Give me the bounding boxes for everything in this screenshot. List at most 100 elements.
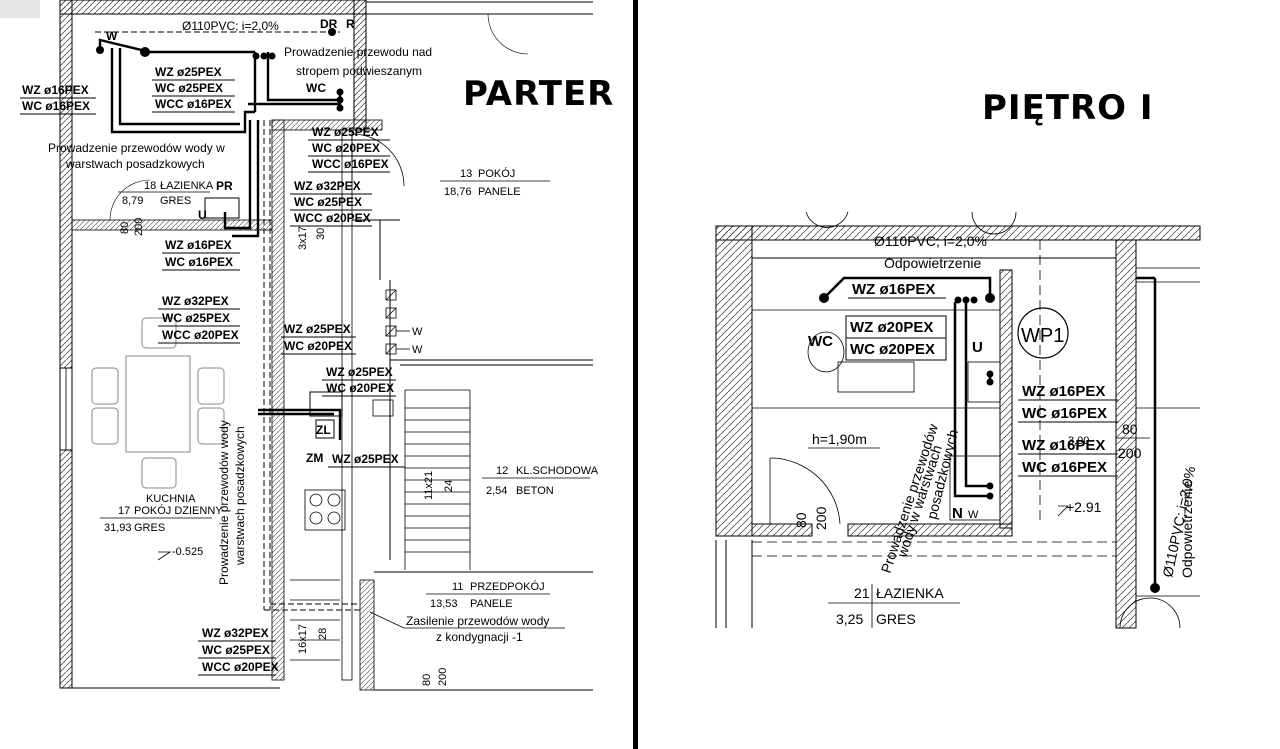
first-floor-plan: WP1 Ø110PVC; i=2,0% Odpowietrzenie WZ ø1…: [715, 211, 1201, 629]
svg-text:13: 13: [460, 168, 472, 180]
note-floor-vertical: Prowadzenie przewodów wody: [217, 420, 231, 585]
svg-text:WC ø25PEX: WC ø25PEX: [202, 643, 270, 657]
w-mark: W: [412, 326, 423, 338]
svg-text:WCC ø20PEX: WCC ø20PEX: [162, 328, 239, 342]
staircase: [290, 389, 471, 661]
svg-text:WCC ø20PEX: WCC ø20PEX: [294, 211, 371, 225]
sewer-pipe-label: Ø110PVC; i=2,0%: [874, 233, 987, 249]
svg-text:WZ ø25PEX: WZ ø25PEX: [312, 125, 379, 139]
wall-right: [1115, 239, 1137, 629]
internal-wall-vertical: [271, 119, 285, 681]
svg-text:POKÓJ DZIENNY: POKÓJ DZIENNY: [134, 504, 223, 517]
svg-text:WZ ø16PEX: WZ ø16PEX: [165, 238, 232, 252]
ground-floor-title: PARTER: [463, 74, 615, 114]
svg-text:WZ ø16PEX: WZ ø16PEX: [1022, 437, 1105, 454]
room-label: 11 PRZEDPOKÓJ 13,53 PANELE: [426, 580, 550, 610]
svg-text:WC ø16PEX: WC ø16PEX: [1022, 459, 1107, 476]
svg-text:WC ø25PEX: WC ø25PEX: [155, 81, 223, 95]
svg-text:WC ø20PEX: WC ø20PEX: [326, 381, 394, 395]
svg-text:KUCHNIA: KUCHNIA: [146, 493, 196, 505]
svg-text:WZ ø25PEX: WZ ø25PEX: [155, 65, 222, 79]
door-swing: [769, 457, 841, 525]
zm-label: ZM: [306, 451, 323, 465]
svg-text:11: 11: [452, 581, 463, 593]
pipe-group: WZ ø16PEX WC ø16PEX: [162, 238, 240, 271]
svg-text:WC ø25PEX: WC ø25PEX: [162, 311, 230, 325]
pr-label: PR: [216, 179, 233, 193]
svg-text:WZ ø32PEX: WZ ø32PEX: [202, 626, 269, 640]
svg-text:WCC ø20PEX: WCC ø20PEX: [202, 660, 279, 674]
door-swing: [351, 133, 405, 187]
svg-text:WZ ø32PEX: WZ ø32PEX: [162, 294, 229, 308]
pipe-group: WZ ø25PEX WC ø20PEX: [281, 322, 356, 355]
svg-text:WC ø16PEX: WC ø16PEX: [1022, 405, 1107, 422]
svg-text:KL.SCHODOWA: KL.SCHODOWA: [516, 465, 599, 477]
dim: 200: [1118, 445, 1142, 461]
internal-wall: [999, 269, 1013, 529]
exterior-wall-left: [715, 225, 753, 537]
svg-text:ŁAZIENKA: ŁAZIENKA: [876, 585, 944, 601]
note-ceiling: stropem podwieszanym: [296, 64, 422, 78]
sewer-pipe-label: Ø110PVC; i=2,0%: [182, 19, 279, 33]
svg-text:ŁAZIENKA: ŁAZIENKA: [160, 180, 214, 192]
toilet: [807, 331, 845, 373]
main-pipe-label: WZ ø16PEX: [852, 281, 935, 298]
svg-text:GRES: GRES: [160, 195, 191, 207]
pipe-group: WZ ø16PEX WC ø16PEX: [20, 83, 96, 115]
washbasin: [967, 361, 1001, 403]
pipe-group: WZ ø20PEX WC ø20PEX: [845, 315, 947, 361]
svg-text:12: 12: [496, 465, 508, 477]
cooktop: [304, 489, 346, 531]
u-label: U: [198, 208, 207, 222]
w-mark: W: [412, 344, 423, 356]
dim: 80: [1122, 421, 1138, 437]
ceiling-line: [752, 240, 1116, 557]
exterior-wall-top: [59, 0, 367, 15]
water-pipes: [98, 38, 342, 440]
svg-text:2,54: 2,54: [486, 485, 507, 497]
wp1-label: WP1: [1021, 325, 1064, 347]
note-floor: warstwach posadzkowych: [65, 157, 205, 171]
dim: 30: [315, 228, 327, 240]
sewer-line: [95, 31, 360, 611]
svg-text:PRZEDPOKÓJ: PRZEDPOKÓJ: [470, 580, 545, 593]
svg-text:WZ ø25PEX: WZ ø25PEX: [332, 452, 399, 466]
pipe-group: WZ ø25PEX WC ø20PEX: [322, 365, 396, 397]
svg-text:PANELE: PANELE: [478, 186, 521, 198]
exterior-wall-left: [59, 0, 73, 689]
riser-vent-label: Odpowietrzenie: [1179, 481, 1195, 578]
pipe-group: WZ ø32PEX WC ø25PEX WCC ø20PEX: [290, 179, 372, 227]
first-floor-title: PIĘTRO I: [982, 88, 1154, 128]
pipe-group: WZ ø32PEX WC ø25PEX WCC ø20PEX: [158, 294, 240, 344]
valve-boxes: [372, 289, 410, 417]
dim: 3,00: [1068, 435, 1089, 447]
note-floor: Prowadzenie przewodów wody w: [48, 141, 225, 155]
svg-text:WCC ø16PEX: WCC ø16PEX: [155, 97, 232, 111]
level-mark: -0.525: [172, 546, 203, 558]
dim: 80: [421, 674, 433, 686]
w-label: W: [106, 29, 118, 43]
svg-text:WCC ø16PEX: WCC ø16PEX: [312, 157, 389, 171]
svg-text:3,25: 3,25: [836, 611, 863, 627]
svg-text:WZ ø20PEX: WZ ø20PEX: [850, 319, 933, 336]
w-label: W: [968, 509, 979, 521]
dim: 200: [133, 218, 145, 236]
pipe-group: WZ ø32PEX WC ø25PEX WCC ø20PEX: [198, 626, 279, 676]
note-floor-vertical: warstwach posadzkowych: [233, 426, 247, 566]
svg-text:8,79: 8,79: [122, 195, 143, 207]
svg-text:WZ ø25PEX: WZ ø25PEX: [284, 322, 351, 336]
svg-text:WZ ø25PEX: WZ ø25PEX: [326, 365, 393, 379]
dim: 28: [317, 628, 329, 640]
room-label: 21 ŁAZIENKA 3,25 GRES: [828, 584, 960, 628]
wc-label: WC: [306, 81, 326, 95]
svg-text:WC ø20PEX: WC ø20PEX: [312, 141, 380, 155]
dining-table: [91, 317, 225, 489]
dim: 80: [793, 512, 809, 528]
dim: 16x17: [297, 624, 309, 654]
svg-text:17: 17: [118, 505, 130, 517]
pipe-group: WZ ø16PEX WC ø16PEX: [1018, 383, 1118, 423]
note-supply: Zasilenie przewodów wody: [406, 614, 549, 628]
u-label: U: [972, 339, 983, 356]
svg-text:18: 18: [144, 180, 156, 192]
